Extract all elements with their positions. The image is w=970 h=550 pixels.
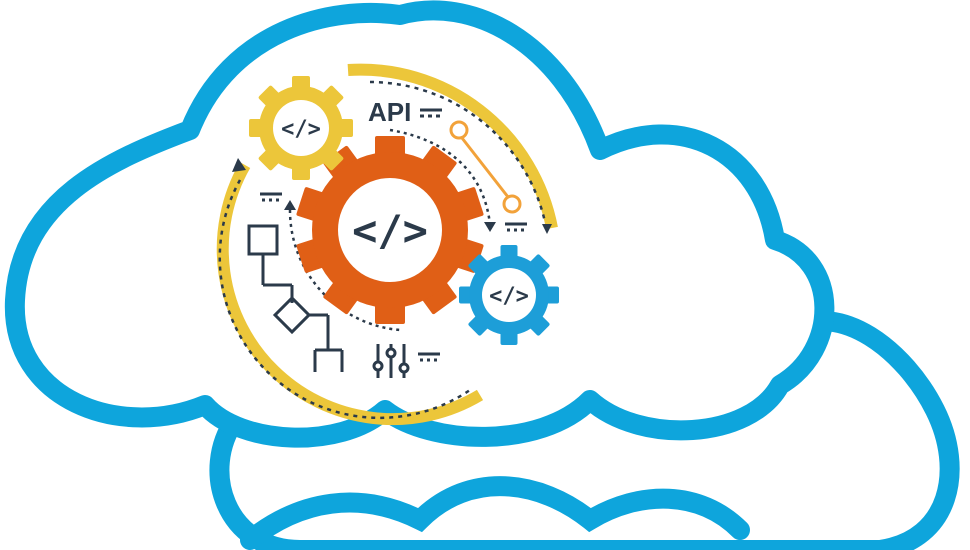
api-dash-icon <box>420 108 442 118</box>
api-label: API <box>368 97 411 127</box>
connector-node-top <box>449 120 469 140</box>
connector-line <box>460 137 510 198</box>
process-arc-left <box>216 162 484 426</box>
sliders-icon <box>372 344 410 378</box>
arc-arrow-right-icon <box>542 224 552 234</box>
yellow-gear-icon <box>249 76 353 180</box>
back-cloud-bottom-icon <box>240 476 750 550</box>
inner-dotted-arc <box>288 209 401 332</box>
arc-arrow-top-left-icon <box>232 158 246 172</box>
connector-node-bottom <box>502 194 522 214</box>
process-arc-right <box>347 63 558 230</box>
dash-icon-bottom <box>418 352 440 362</box>
inner-arc-arrow-right-icon <box>484 222 496 232</box>
process-arc-left-dashes <box>218 179 471 420</box>
blue-gear-icon <box>459 245 559 345</box>
process-arc-right-dashes <box>369 80 547 223</box>
inner-dotted-arc-top <box>389 128 492 226</box>
dash-icon-right <box>505 222 527 232</box>
code-label-right: </> <box>489 284 529 309</box>
code-label-top: </> <box>281 117 321 142</box>
dash-icon-left <box>260 192 282 202</box>
code-label-large: </> <box>352 206 428 255</box>
flowchart-icon <box>247 224 344 372</box>
inner-arc-arrow-icon <box>284 200 296 210</box>
